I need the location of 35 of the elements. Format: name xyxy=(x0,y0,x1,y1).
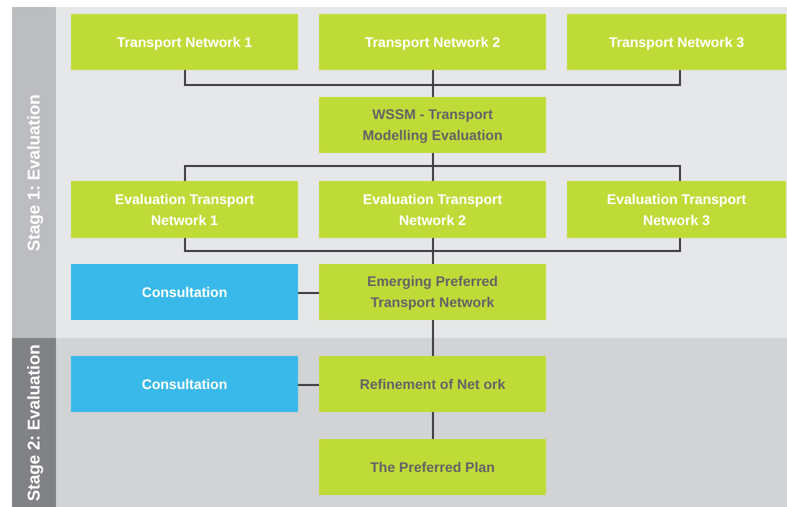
box-label: WSSM - Transport Modelling Evaluation xyxy=(361,105,504,145)
box-label: Transport Network 1 xyxy=(116,32,252,52)
process-box xyxy=(319,264,546,320)
process-box xyxy=(567,181,786,238)
stage-label: Stage 2: Evaluation xyxy=(23,344,44,501)
process-box xyxy=(319,356,546,412)
process-box xyxy=(71,181,298,238)
box-label: Emerging Preferred Transport Network xyxy=(366,272,499,312)
connector-line xyxy=(432,238,681,264)
process-box xyxy=(71,14,298,70)
box-label: Consultation xyxy=(142,282,228,302)
box-label: The Preferred Plan xyxy=(370,458,495,476)
connector-line xyxy=(432,320,434,356)
stage-label: Stage 1: Evaluation xyxy=(23,94,44,251)
box-label: Transport Network 3 xyxy=(608,32,744,52)
connector-line xyxy=(298,384,319,386)
process-box xyxy=(567,14,786,70)
stage-panel xyxy=(12,338,787,507)
process-box xyxy=(319,181,546,238)
connector-line xyxy=(432,70,681,97)
process-box xyxy=(71,356,298,412)
box-label: Transport Network 2 xyxy=(364,32,500,52)
process-box xyxy=(71,264,298,320)
connector-line xyxy=(298,292,319,294)
process-box xyxy=(319,97,546,153)
process-box xyxy=(319,439,546,495)
stage-panel xyxy=(12,7,787,338)
connector-line xyxy=(432,412,434,439)
box-label: Evaluation Transport Network 1 xyxy=(114,190,256,230)
box-label: Evaluation Transport Network 3 xyxy=(606,190,748,230)
box-label: Refinement of Net ork xyxy=(360,374,506,394)
box-label: Consultation xyxy=(142,374,228,394)
process-box xyxy=(319,14,546,70)
box-label: Evaluation Transport Network 2 xyxy=(362,190,504,230)
connector-line xyxy=(432,153,681,181)
